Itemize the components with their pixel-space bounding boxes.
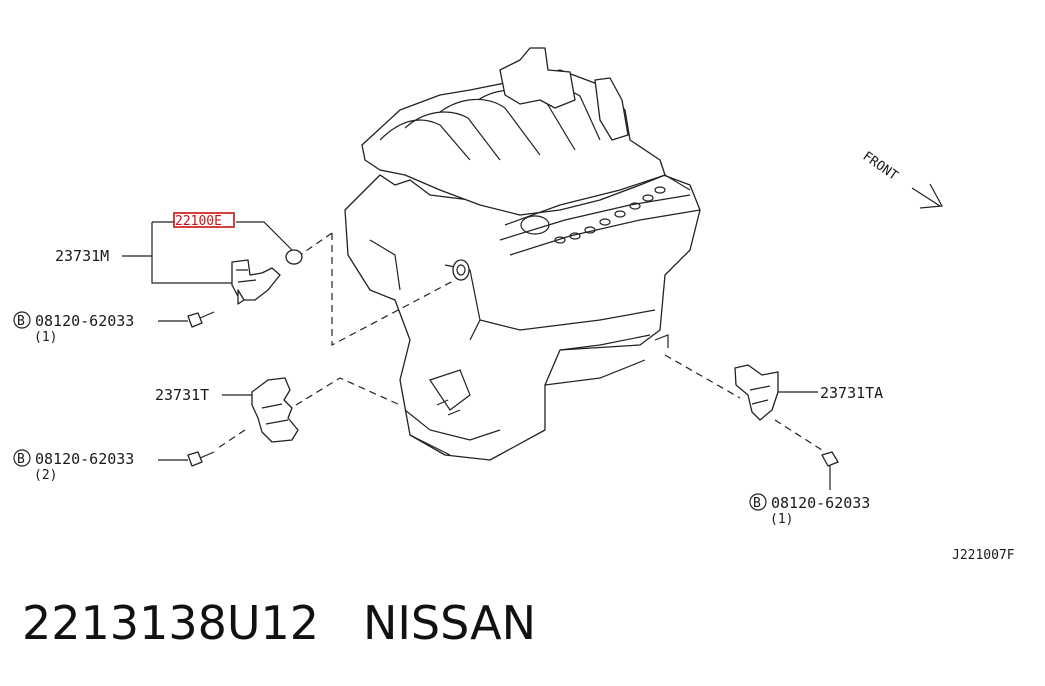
bolt-badge: B (753, 496, 761, 511)
sensor-23731t (158, 377, 299, 467)
bolt-code: 08120-62033 (35, 450, 134, 468)
highlight-box (173, 212, 235, 228)
sensor-23731ta (734, 364, 839, 490)
bolt-code: 08120-62033 (771, 494, 870, 512)
engine-parts-diagram: FRONT 22100E 23731M 23731T 23731TA B 081… (13, 47, 1015, 563)
part-caption: 2213138U12 NISSAN (22, 596, 536, 650)
front-direction-indicator: FRONT (860, 149, 943, 209)
bolt-qty: (1) (34, 330, 57, 345)
figure-code: J221007F (952, 548, 1015, 563)
bolt-badge: B (17, 452, 25, 467)
bolt-qty: (1) (770, 512, 793, 527)
part-label-23731t[interactable]: 23731T (155, 386, 209, 404)
part-label-23731m[interactable]: 23731M (55, 247, 109, 265)
engine-drawing (344, 47, 701, 461)
bolt-badge: B (17, 314, 25, 329)
brand-name: NISSAN (362, 596, 537, 650)
bolt-callout-3[interactable]: B 08120-62033 (1) (749, 493, 870, 527)
bolt-code: 08120-62033 (35, 312, 134, 330)
bolt-callout-1[interactable]: B 08120-62033 (1) (13, 311, 134, 345)
assembly-dashed-lines (214, 232, 826, 453)
bolt-qty: (2) (34, 468, 57, 483)
sensor-23731m (122, 221, 303, 328)
front-label: FRONT (860, 149, 901, 184)
part-label-23731ta[interactable]: 23731TA (820, 384, 883, 402)
highlighted-part-ref[interactable]: 22100E (175, 214, 222, 229)
bolt-callout-2[interactable]: B 08120-62033 (2) (13, 449, 134, 483)
part-number: 2213138U12 (22, 596, 320, 650)
